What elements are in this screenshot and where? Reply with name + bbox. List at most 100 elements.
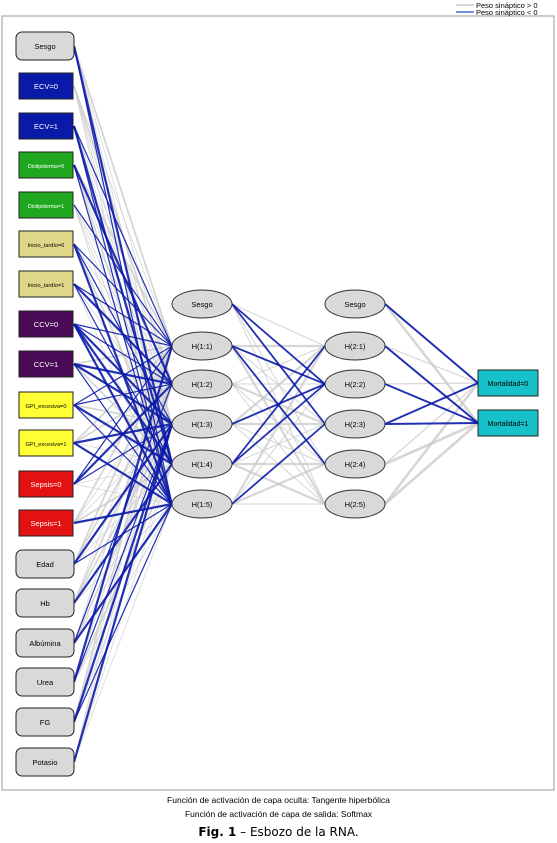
hidden-2-neuron: H(2:3) <box>324 409 386 439</box>
input-node-label: ECV=1 <box>34 122 58 131</box>
hidden-1-neuron-ellipse <box>171 409 233 439</box>
output-node-label: Mortalidad=0 <box>488 381 529 388</box>
input-node-box <box>15 31 75 61</box>
input-node-box <box>18 230 74 258</box>
input-node-box <box>18 509 74 537</box>
input-node-label: CCV=0 <box>34 320 58 329</box>
synapse-positive <box>231 345 326 425</box>
synapse-positive <box>384 422 479 505</box>
output-node-box <box>477 409 539 437</box>
input-node-box <box>15 549 75 579</box>
hidden-2-neuron-label: H(2:5) <box>345 500 366 509</box>
hidden-2-neuron: Sesgo <box>324 289 386 319</box>
hidden-1-neuron-ellipse <box>171 331 233 361</box>
synapse-positive <box>383 382 480 505</box>
hidden-1-neuron: H(1:3) <box>171 409 233 439</box>
input-node: Sepsis=0 <box>18 470 74 498</box>
synapse-negative <box>73 383 173 406</box>
synapse-negative <box>73 362 173 386</box>
input-node-label: Inicio_tardío=0 <box>28 243 65 249</box>
input-node-label: Dislipidemia=0 <box>28 164 65 170</box>
hidden-2-neuron-ellipse <box>324 369 386 399</box>
hidden-2-neuron-label: H(2:3) <box>345 420 366 429</box>
hidden-2-neuron-ellipse <box>324 449 386 479</box>
legend: Peso sináptico > 0 Peso sináptico < 0 <box>456 1 538 17</box>
synapse-positive <box>231 303 326 347</box>
hidden-2-neuron-ellipse <box>324 289 386 319</box>
input-node-box <box>18 350 74 378</box>
synapse-negative <box>384 303 479 384</box>
input-node-box <box>18 429 74 457</box>
input-node-box <box>18 191 74 219</box>
input-node-label: FG <box>40 718 51 727</box>
input-node-label: Sesgo <box>34 42 55 51</box>
hidden-2-neuron: H(2:1) <box>324 331 386 361</box>
input-node-box <box>18 270 74 298</box>
synapse-positive <box>73 503 173 763</box>
input-node: Hb <box>15 588 75 618</box>
hidden-activation-caption: Función de activación de capa oculta: Ta… <box>167 795 390 805</box>
input-node: Albúmina <box>15 628 75 658</box>
synapse-negative <box>73 503 173 723</box>
input-node-box <box>15 667 75 697</box>
output-node: Mortalidad=1 <box>477 409 539 437</box>
hidden-1-neuron-ellipse <box>171 289 233 319</box>
synapse-negative <box>384 345 479 424</box>
synapse-negative <box>231 303 326 385</box>
input-node: CCV=0 <box>18 310 74 338</box>
synapse-negative <box>73 442 173 505</box>
hidden-1-neuron-ellipse <box>171 449 233 479</box>
input-node: Sesgo <box>15 31 75 61</box>
hidden-2-neuron-label: H(2:2) <box>345 380 366 389</box>
input-node-box <box>18 310 74 338</box>
input-node-box <box>18 391 74 419</box>
hidden-1-neuron-label: H(1:3) <box>192 420 213 429</box>
synapse-positive <box>231 462 326 506</box>
hidden-1-neuron-label: Sesgo <box>191 300 212 309</box>
input-node-label: Albúmina <box>29 639 61 648</box>
input-node-label: Sepsis=0 <box>30 480 61 489</box>
input-node-box <box>18 151 74 179</box>
input-node: CCV=1 <box>18 350 74 378</box>
input-node-label: Dislipidemia=1 <box>28 204 65 210</box>
figure-caption: Fig. 1 – Esbozo de la RNA. <box>0 825 557 839</box>
hidden-2-neuron-ellipse <box>324 409 386 439</box>
hidden-1-neuron-label: H(1:1) <box>192 342 213 351</box>
input-node: Edad <box>15 549 75 579</box>
neuron-nodes: SesgoECV=0ECV=1Dislipidemia=0Dislipidemi… <box>15 31 539 777</box>
hidden-1-neuron-label: H(1:4) <box>192 460 213 469</box>
legend-negative-label: Peso sináptico < 0 <box>476 8 538 17</box>
hidden-1-neuron: Sesgo <box>171 289 233 319</box>
synapse-negative <box>73 323 173 347</box>
synapse-positive <box>384 345 479 384</box>
synapse-negative <box>231 345 326 465</box>
input-node: GPI_excesiva=1 <box>18 429 74 457</box>
input-node-box <box>18 470 74 498</box>
hidden-1-neuron: H(1:2) <box>171 369 233 399</box>
synapse-negative <box>73 423 173 683</box>
hidden-1-neuron-ellipse <box>171 369 233 399</box>
synapse-negative <box>231 303 326 425</box>
input-node-box <box>18 112 74 140</box>
input-node-box <box>15 707 75 737</box>
synapse-negative <box>73 283 173 385</box>
input-node: ECV=0 <box>18 72 74 100</box>
input-node-label: GPI_excesiva=1 <box>26 442 67 448</box>
input-node: Potasio <box>15 747 75 777</box>
input-node-label: ECV=0 <box>34 82 58 91</box>
input-node-label: Edad <box>36 560 54 569</box>
legend-positive-label: Peso sináptico > 0 <box>476 1 538 10</box>
output-node-label: Mortalidad=1 <box>488 421 529 428</box>
hidden-1-neuron: H(1:4) <box>171 449 233 479</box>
output-activation-caption: Función de activación de capa de salida:… <box>184 809 373 819</box>
hidden-1-neuron-label: H(1:2) <box>192 380 213 389</box>
input-node-box <box>15 747 75 777</box>
synapse-negative <box>73 323 173 385</box>
synapse-negative <box>73 204 173 347</box>
synapse-negative <box>72 423 174 763</box>
figure-label: Fig. 1 <box>198 825 237 839</box>
hidden-2-neuron: H(2:5) <box>324 489 386 519</box>
input-node-label: Sepsis=1 <box>30 519 61 528</box>
